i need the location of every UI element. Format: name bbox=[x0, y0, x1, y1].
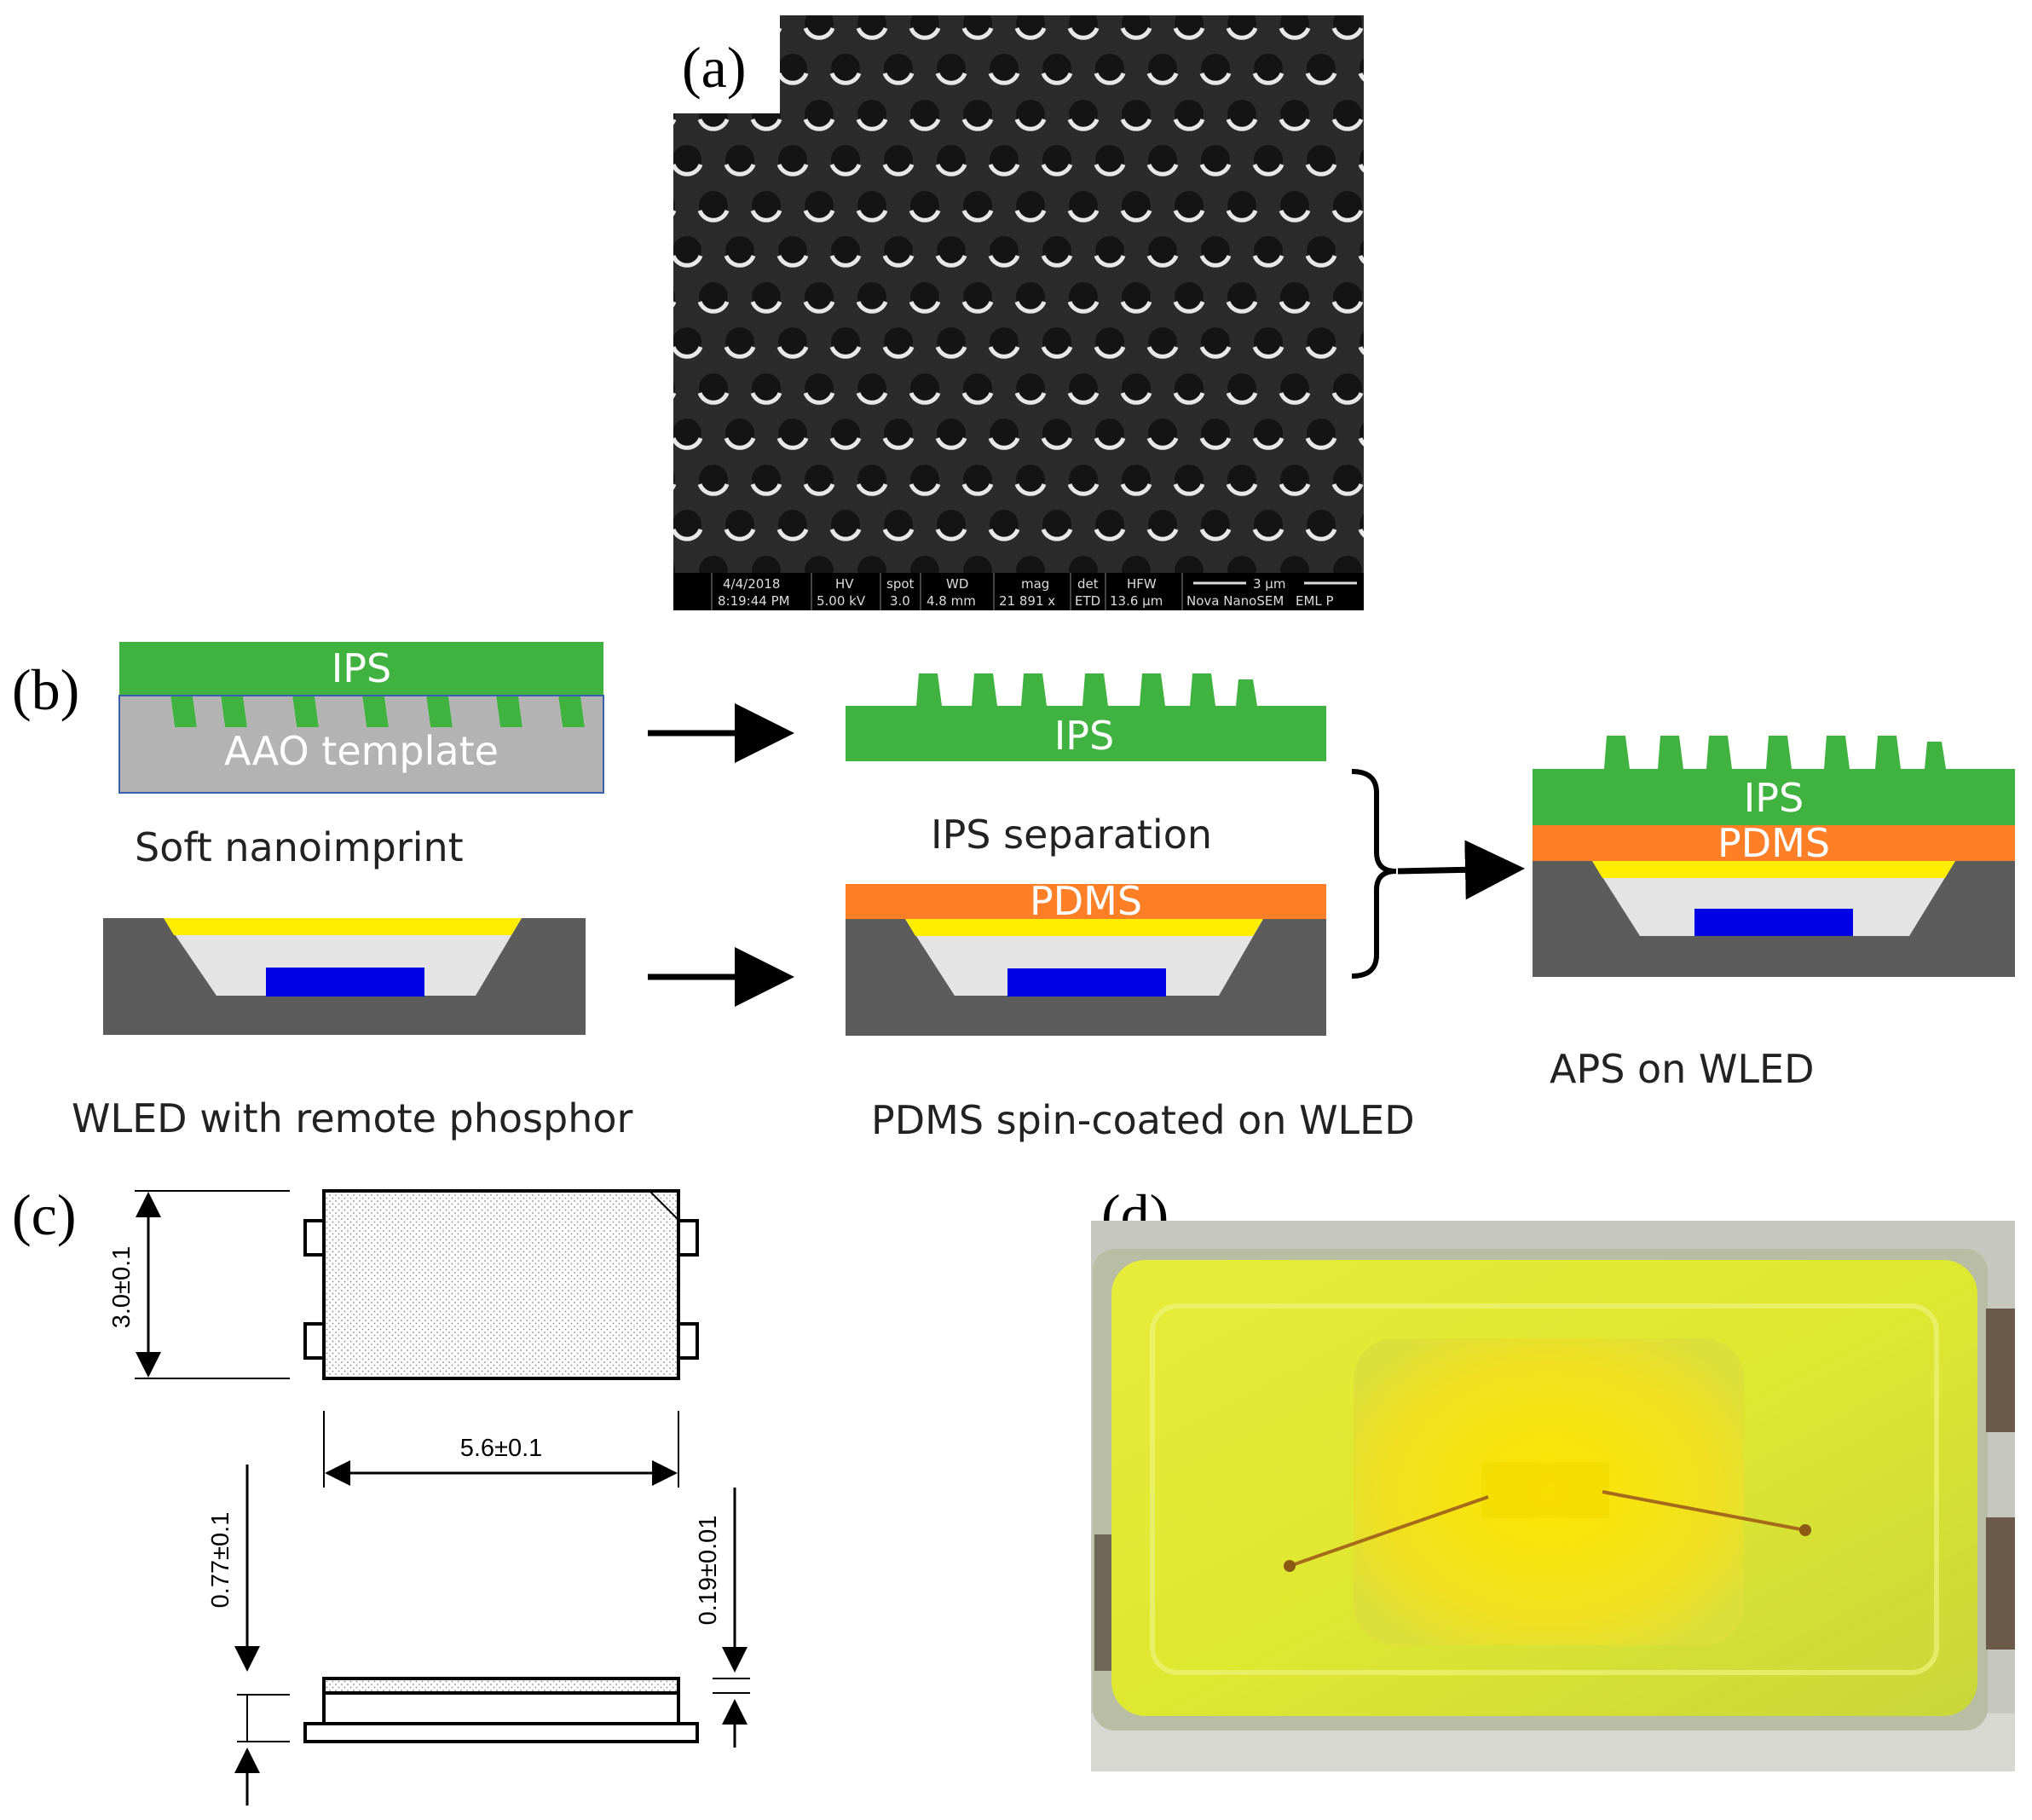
pdms-label-1: PDMS bbox=[1030, 878, 1142, 924]
electrode-left-bottom bbox=[1094, 1534, 1111, 1671]
pad-bottom-left bbox=[303, 1322, 326, 1360]
caption-wled-remote-phosphor: WLED with remote phosphor bbox=[72, 1095, 633, 1141]
sem-time: 8:19:44 PM bbox=[718, 593, 790, 609]
bond-wire-right bbox=[1602, 1490, 1806, 1532]
sem-hfw-label: HFW bbox=[1127, 576, 1157, 592]
sem-hv-value: 5.00 kV bbox=[817, 593, 866, 609]
wled-cavity-2 bbox=[905, 919, 1263, 996]
ips-label-3: IPS bbox=[1744, 775, 1804, 821]
width-dimension bbox=[323, 1411, 679, 1488]
total-thickness-dimension bbox=[234, 1465, 290, 1806]
package-corner-mark bbox=[649, 1190, 679, 1221]
phosphor-layer-1 bbox=[164, 918, 522, 935]
ips-label-1: IPS bbox=[332, 645, 392, 691]
sem-scale-bar-label: 3 µm bbox=[1253, 576, 1285, 592]
phosphor-thickness-dimension bbox=[713, 1488, 750, 1748]
panel-a: (a) 4/4/2018 8:19:44 PM HV 5.00 kV spot … bbox=[673, 15, 1364, 610]
sem-spot-label: spot bbox=[886, 576, 915, 592]
sem-date: 4/4/2018 bbox=[723, 576, 780, 592]
sem-wd-value: 4.8 mm bbox=[927, 593, 976, 609]
ips-on-aao-diagram: IPS AAO template bbox=[118, 642, 604, 794]
caption-pdms-spin-coated: PDMS spin-coated on WLED bbox=[871, 1097, 1415, 1143]
panel-a-label-background bbox=[673, 15, 780, 113]
panel-c-label: (c) bbox=[12, 1182, 76, 1247]
bond-wire-left bbox=[1289, 1495, 1489, 1568]
led-chip-1 bbox=[266, 968, 424, 997]
ips-label-2: IPS bbox=[1054, 713, 1115, 759]
pdms-label-2: PDMS bbox=[1717, 820, 1830, 866]
electrode-right-top bbox=[1986, 1309, 2015, 1432]
pdms-on-wled-diagram: PDMS bbox=[846, 878, 1326, 1036]
panel-a-label: (a) bbox=[682, 35, 746, 100]
caption-soft-nanoimprint: Soft nanoimprint bbox=[135, 824, 464, 870]
package-body-side bbox=[322, 1691, 680, 1725]
total-thickness-label: 0.77±0.1 bbox=[207, 1512, 234, 1609]
aao-template-outline bbox=[118, 695, 604, 794]
wled-remote-phosphor-diagram bbox=[103, 918, 586, 1035]
height-dimension-label: 3.0±0.1 bbox=[108, 1246, 136, 1329]
led-chip-3 bbox=[1694, 909, 1853, 936]
sem-hfw-value: 13.6 µm bbox=[1110, 593, 1163, 609]
caption-ips-separation: IPS separation bbox=[931, 812, 1212, 858]
phosphor-layer-side bbox=[322, 1677, 680, 1695]
aps-on-wled-diagram: IPS PDMS bbox=[1533, 736, 2015, 977]
aao-template-label: AAO template bbox=[224, 728, 499, 774]
pad-top-left bbox=[303, 1219, 326, 1257]
led-package-side-view bbox=[303, 1677, 699, 1743]
sem-mag-value: 21 891 x bbox=[999, 593, 1055, 609]
separated-ips-diagram: IPS bbox=[846, 673, 1326, 761]
panel-c: (c) 3.0±0.1 5.6±0.1 bbox=[12, 1182, 750, 1806]
aps-pdms-layer bbox=[1533, 825, 2015, 861]
sem-image bbox=[673, 15, 1364, 610]
wled-cavity-1 bbox=[164, 918, 522, 996]
arrow-combine-to-aps bbox=[1397, 840, 1525, 900]
sem-lab: EML P bbox=[1296, 593, 1334, 609]
sem-det-label: det bbox=[1077, 576, 1099, 592]
phosphor-thickness-label: 0.19±0.01 bbox=[695, 1516, 722, 1626]
height-dimension bbox=[135, 1190, 290, 1379]
led-chip-2 bbox=[1007, 968, 1166, 997]
width-dimension-label: 5.6±0.1 bbox=[460, 1435, 543, 1462]
panel-b: (b) IPS AAO template Soft nanoimprint IP… bbox=[12, 642, 2015, 1143]
wled-cavity-3 bbox=[1592, 861, 1955, 936]
aps-ips-layer bbox=[1533, 736, 2015, 825]
ips-layer bbox=[119, 642, 603, 727]
phosphor-layer-2 bbox=[905, 919, 1263, 936]
electrode-right-bottom bbox=[1986, 1517, 2015, 1650]
package-base-side bbox=[303, 1722, 699, 1743]
aao-template-layer bbox=[119, 696, 603, 793]
panel-b-label: (b) bbox=[12, 657, 79, 722]
phosphor-layer-3 bbox=[1592, 861, 1955, 878]
sem-mag-label: mag bbox=[1021, 576, 1049, 592]
sem-wd-label: WD bbox=[946, 576, 968, 592]
sem-hv-label: HV bbox=[835, 576, 854, 592]
led-package-top-view bbox=[303, 1189, 699, 1380]
package-body-top bbox=[322, 1189, 680, 1380]
sem-det-value: ETD bbox=[1075, 593, 1100, 609]
sem-databar: 4/4/2018 8:19:44 PM HV 5.00 kV spot 3.0 … bbox=[673, 573, 1364, 610]
panel-d: (d) bbox=[1091, 1182, 2015, 1771]
pad-bottom-right bbox=[677, 1322, 699, 1360]
sem-spot-value: 3.0 bbox=[890, 593, 910, 609]
pdms-layer-1 bbox=[846, 884, 1326, 919]
pad-top-right bbox=[677, 1219, 699, 1257]
separated-ips-layer bbox=[846, 673, 1326, 761]
led-photo bbox=[1091, 1221, 2015, 1771]
caption-aps-on-wled: APS on WLED bbox=[1550, 1046, 1815, 1092]
combine-bracket bbox=[1351, 769, 1397, 979]
sem-instrument: Nova NanoSEM bbox=[1186, 593, 1284, 609]
